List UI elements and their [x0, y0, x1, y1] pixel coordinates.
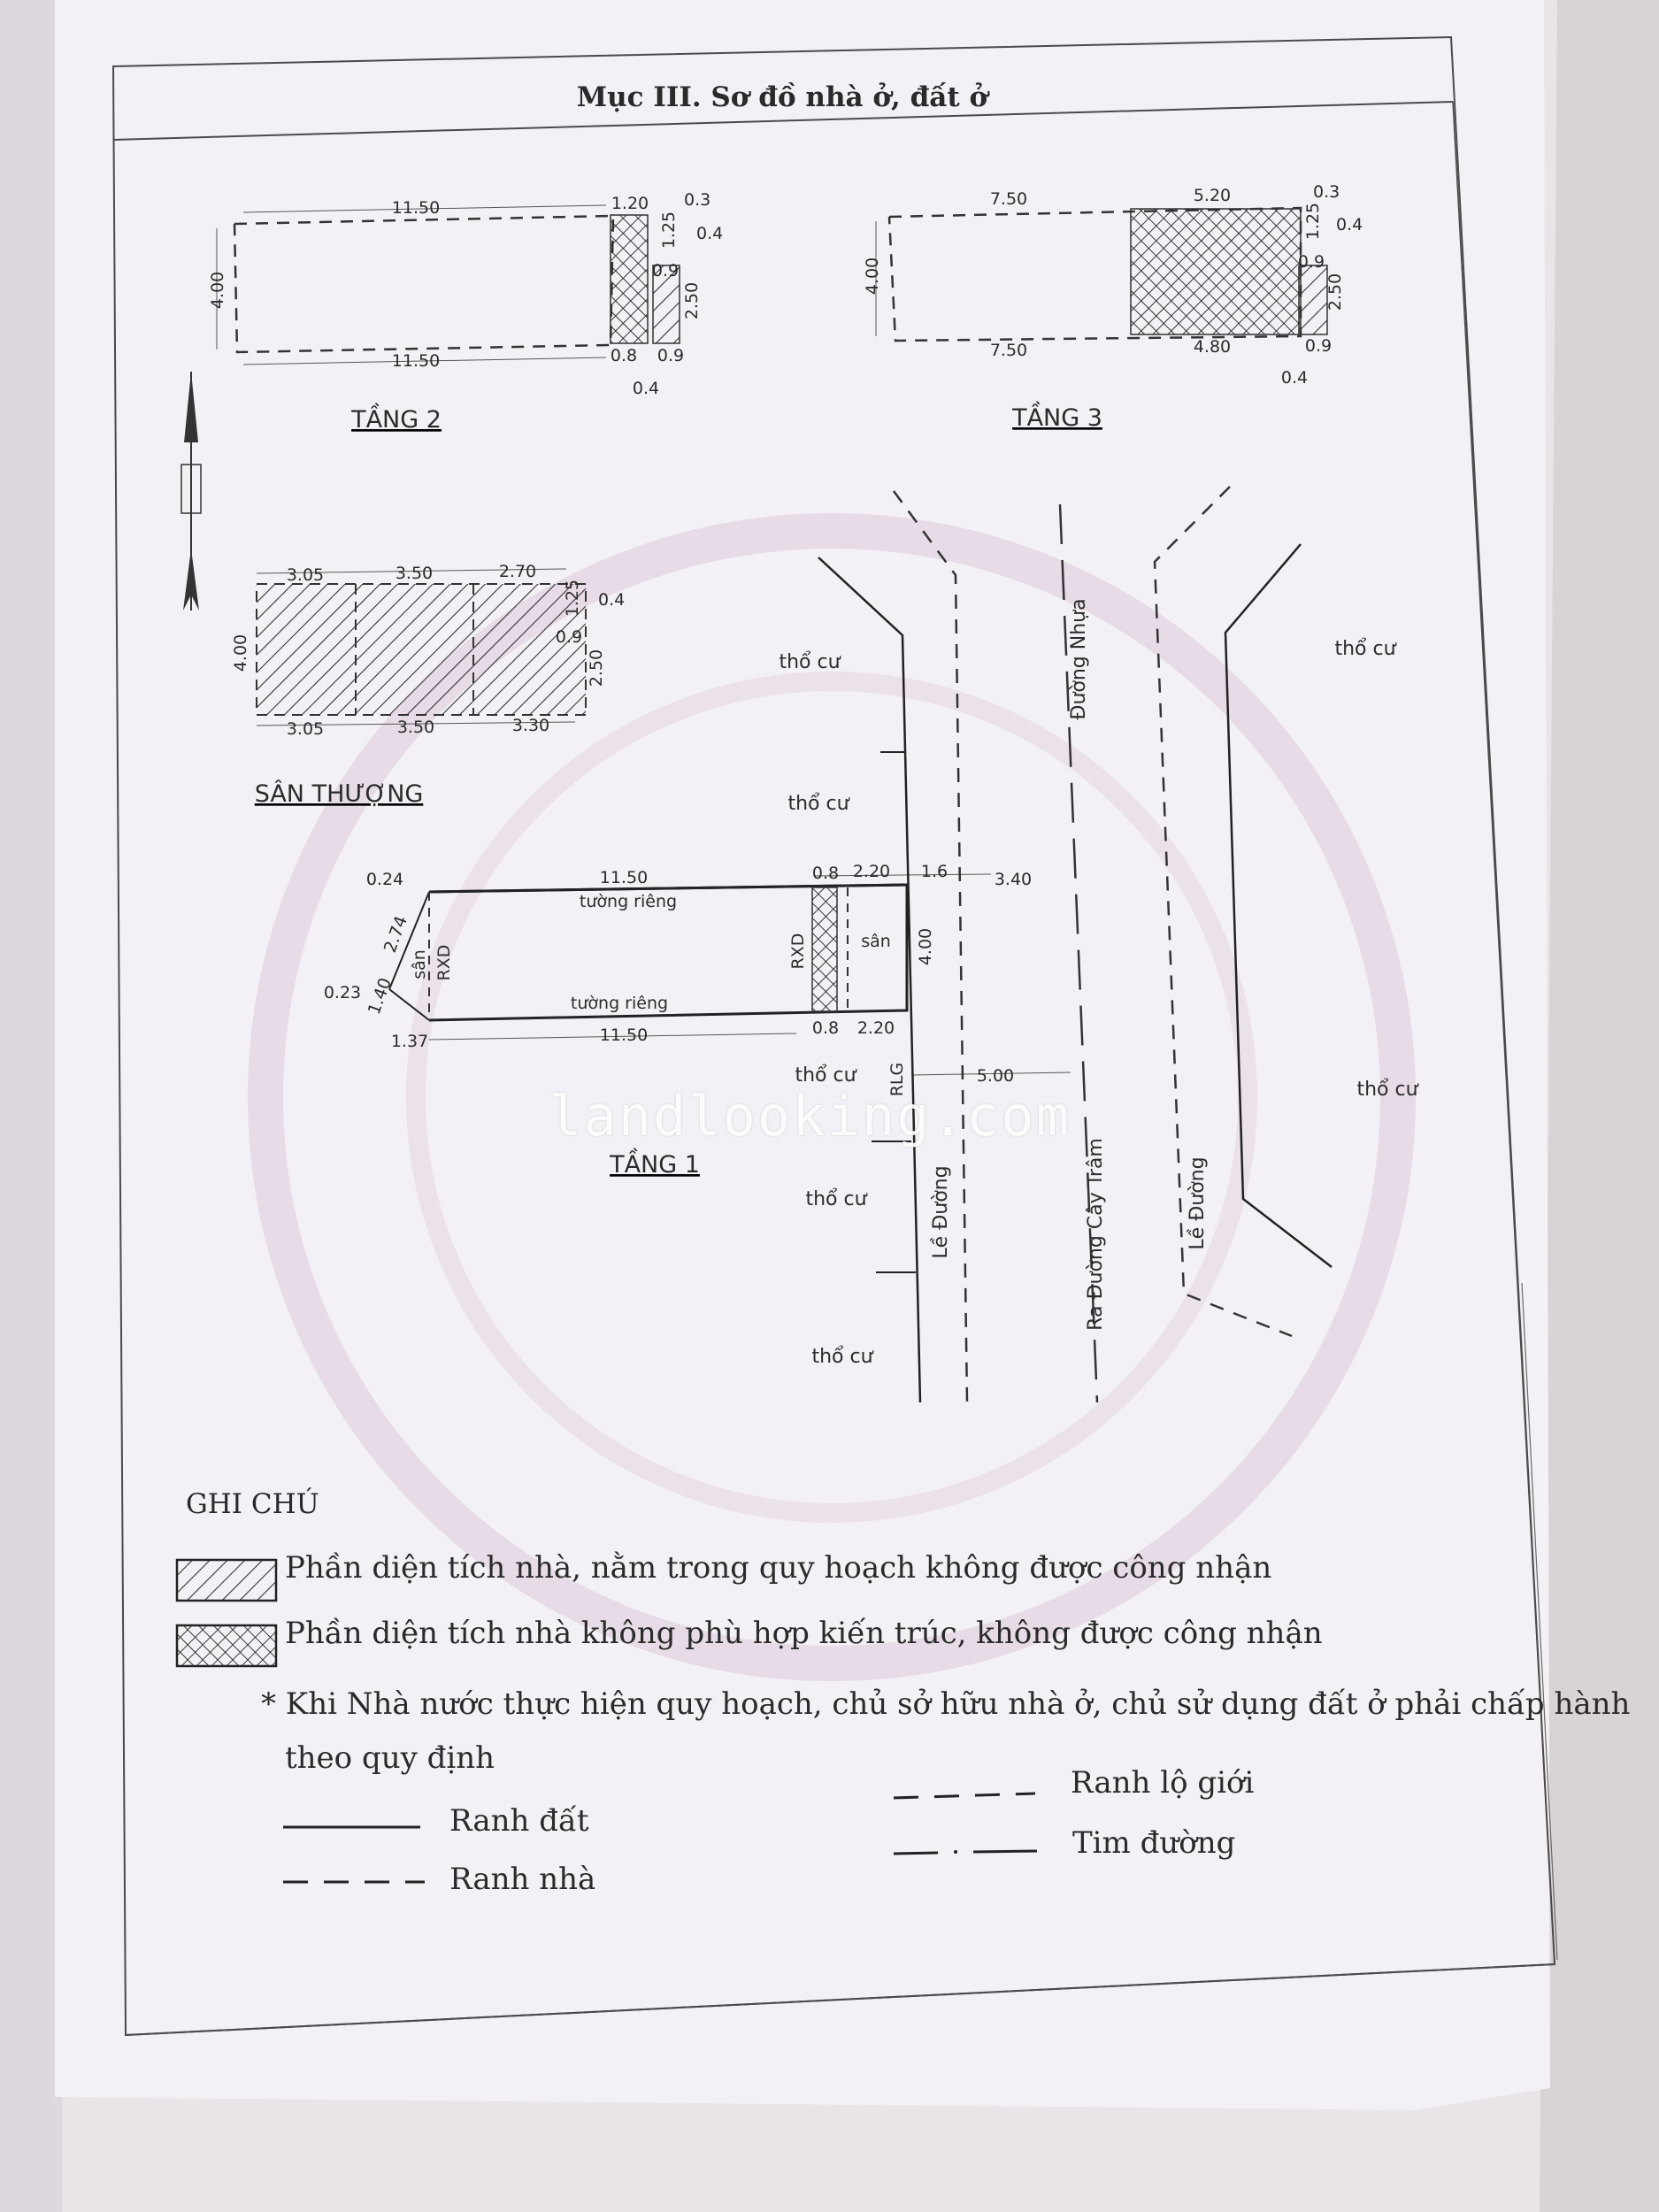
f3-width: 4.00 [863, 257, 882, 295]
sth-d09: 0.9 [556, 627, 582, 647]
tho-cu-4: thổ cư [805, 1188, 867, 1210]
f1-san-right: sân [861, 932, 891, 951]
f2-top-len: 11.50 [392, 198, 440, 218]
f2-d04: 0.4 [696, 224, 723, 243]
ra-duong-label: Ra Đường Cây Trâm [1085, 1138, 1107, 1331]
f3-d09: 0.9 [1298, 252, 1325, 272]
f1-san-left: sân [410, 949, 429, 979]
f3-top-len: 7.50 [990, 189, 1027, 209]
f1-wall-bottom: tường riêng [571, 994, 668, 1013]
legend-tim-duong: Tim đường [1072, 1825, 1236, 1861]
f1-rxd-right: RXD [788, 933, 808, 970]
f3-d04b: 0.4 [1281, 368, 1308, 388]
f3-d04: 0.4 [1336, 215, 1363, 234]
f1-bottom-len: 11.50 [600, 1025, 648, 1045]
floor1-label: TẦNG 1 [609, 1148, 700, 1179]
f3-bottom-len: 7.50 [990, 341, 1027, 360]
tho-cu-right-2: thổ cư [1356, 1079, 1418, 1101]
page-title: Mục III. Sơ đồ nhà ở, đất ở [576, 81, 988, 113]
floor1-drawing [388, 873, 1071, 1076]
sth-d125: 1.25 [563, 580, 582, 617]
f2-d04b: 0.4 [633, 379, 659, 398]
f1-d08t: 0.8 [812, 864, 839, 883]
floor3-label: TẦNG 3 [1011, 401, 1102, 432]
sth-d250: 2.50 [587, 649, 606, 687]
sth-t2: 3.50 [396, 564, 433, 583]
sth-b3: 3.30 [512, 716, 549, 735]
f1-d340: 3.40 [995, 870, 1032, 889]
le-duong-left-label: Lề Đường [930, 1165, 952, 1258]
f3-d09b: 0.9 [1305, 336, 1332, 356]
duong-nhua-label: Đường Nhựa [1068, 598, 1090, 719]
f2-d09: 0.9 [652, 261, 679, 280]
tho-cu-3: thổ cư [795, 1064, 856, 1087]
f2-d03: 0.3 [684, 190, 710, 210]
floor2-label: TẦNG 2 [350, 403, 442, 434]
sth-b1: 3.05 [287, 719, 324, 739]
f3-bottom-cross: 4.80 [1194, 337, 1231, 357]
f1-wall-top: tường riêng [580, 892, 677, 911]
legend-item-planned-area: Phần diện tích nhà, nằm trong quy hoạch … [285, 1550, 1272, 1586]
tho-cu-5: thổ cư [811, 1346, 873, 1368]
f1-d023: 0.23 [324, 983, 361, 1002]
floor3-drawing [875, 206, 1328, 342]
legend-ranh-dat: Ranh đất [449, 1803, 589, 1839]
legend-item-non-compliant-area: Phần diện tích nhà không phù hợp kiến tr… [285, 1616, 1323, 1651]
f1-rlg: RLG [887, 1063, 907, 1097]
f2-d120: 1.20 [611, 194, 649, 213]
street-map [818, 486, 1333, 1403]
f3-top-cross: 5.20 [1194, 186, 1231, 205]
floor2-drawing [216, 204, 680, 365]
terrace-drawing [256, 568, 587, 726]
sth-t3: 2.70 [499, 562, 536, 581]
f1-d024: 0.24 [366, 870, 403, 889]
f1-d220b: 2.20 [857, 1018, 895, 1038]
terrace-label: SÂN THƯỢNG [255, 780, 424, 808]
f1-rxd-left: RXD [434, 945, 454, 981]
f3-d250: 2.50 [1325, 273, 1345, 311]
sth-b2: 3.50 [397, 718, 434, 737]
f2-d250: 2.50 [682, 282, 702, 319]
legend-ranh-nha: Ranh nhà [449, 1862, 596, 1897]
f1-d137: 1.37 [391, 1032, 428, 1051]
legend-heading: GHI CHÚ [186, 1488, 319, 1520]
north-arrow-icon [180, 372, 202, 611]
watermark: landlooking.com [549, 1084, 1071, 1148]
le-duong-right-label: Lề Đường [1187, 1156, 1209, 1249]
f1-d08b: 0.8 [812, 1018, 839, 1038]
sth-width: 4.00 [231, 634, 250, 672]
f2-d125: 1.25 [659, 211, 679, 249]
legend-swatches [175, 1558, 1038, 1884]
legend-ranh-lo-gioi: Ranh lộ giới [1071, 1765, 1255, 1801]
sth-t1: 3.05 [287, 565, 324, 585]
f1-d500: 5.00 [977, 1066, 1014, 1086]
tho-cu-1: thổ cư [779, 651, 841, 673]
legend-note-line2: theo quy định [285, 1740, 495, 1776]
f3-d03: 0.3 [1313, 182, 1340, 202]
f2-d08: 0.8 [611, 346, 637, 365]
f3-d125: 1.25 [1303, 203, 1323, 240]
f1-d220t: 2.20 [853, 862, 890, 881]
f2-bottom-len: 11.50 [392, 351, 440, 371]
f2-d09b: 0.9 [657, 346, 684, 365]
tho-cu-right-1: thổ cư [1334, 638, 1396, 660]
tho-cu-2: thổ cư [787, 793, 849, 815]
f1-width: 4.00 [916, 928, 935, 965]
f1-d16: 1.6 [921, 862, 948, 881]
sth-d04: 0.4 [598, 590, 625, 610]
legend-note-line1: * Khi Nhà nước thực hiện quy hoạch, chủ … [261, 1686, 1631, 1722]
f2-width: 4.00 [208, 272, 227, 309]
f1-top-len: 11.50 [600, 868, 648, 887]
